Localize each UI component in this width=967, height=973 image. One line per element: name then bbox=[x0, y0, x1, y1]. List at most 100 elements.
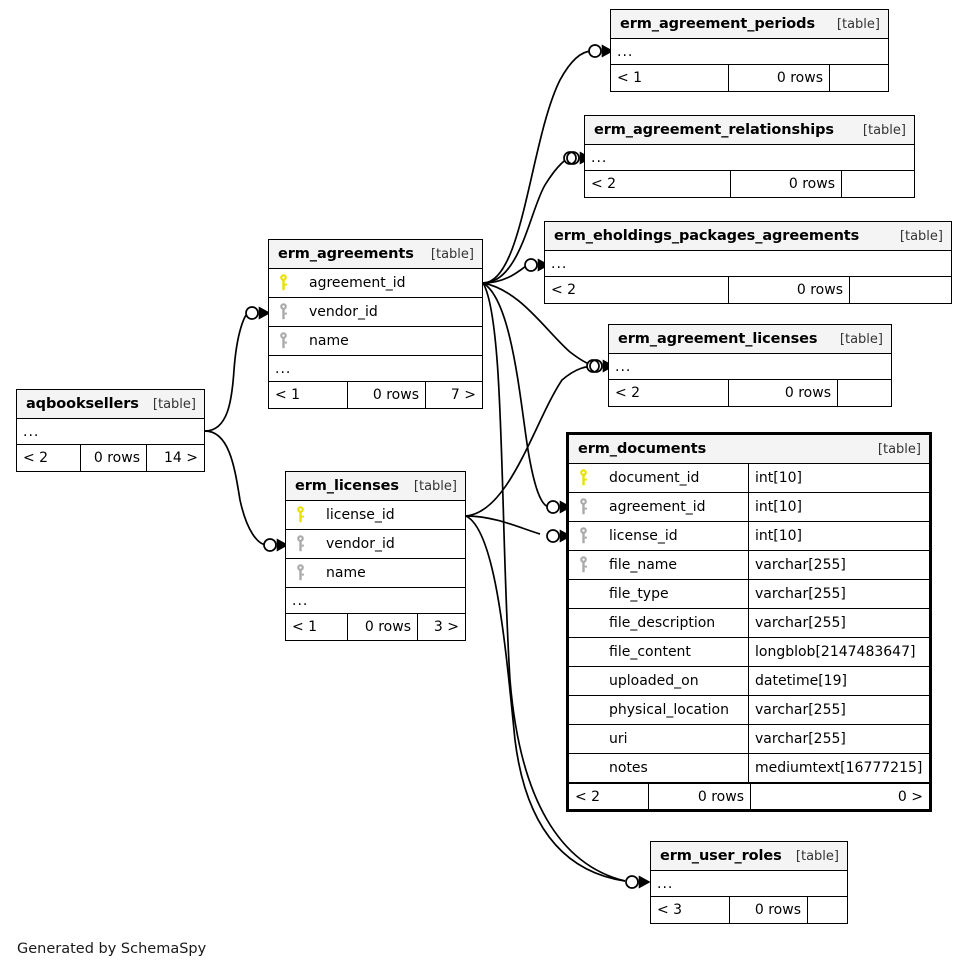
footer-row-count: 0 rows bbox=[728, 277, 849, 303]
table-title: erm_agreement_relationships bbox=[594, 122, 834, 138]
column-type: varchar[255] bbox=[748, 580, 929, 608]
table-header: erm_eholdings_packages_agreements [table… bbox=[545, 222, 951, 251]
footer-children-count: 0 > bbox=[750, 784, 929, 809]
table-header: erm_agreements [table] bbox=[269, 240, 482, 269]
column-type: datetime[19] bbox=[748, 667, 929, 695]
column-row[interactable]: file_content longblob[2147483647] bbox=[569, 638, 929, 667]
column-row[interactable]: license_id bbox=[286, 501, 465, 530]
footer-children-count: 3 > bbox=[417, 614, 465, 640]
table-erm_agreement_relationships[interactable]: erm_agreement_relationships [table] ... … bbox=[584, 115, 915, 198]
footer-children-count bbox=[829, 65, 888, 91]
footer-row-count: 0 rows bbox=[728, 65, 829, 91]
column-row[interactable]: license_id int[10] bbox=[569, 522, 929, 551]
edge-agreements-to-documents-agreement-id bbox=[482, 282, 550, 508]
column-name-cell: name bbox=[286, 559, 465, 587]
column-row[interactable]: vendor_id bbox=[269, 298, 482, 327]
table-header: erm_licenses [table] bbox=[286, 472, 465, 501]
footer-parents-count: < 1 bbox=[292, 619, 318, 635]
table-title: erm_eholdings_packages_agreements bbox=[554, 228, 860, 244]
table-header: aqbooksellers [table] bbox=[17, 390, 204, 419]
column-label: vendor_id bbox=[309, 304, 378, 320]
table-ellipsis-row: ... bbox=[609, 354, 891, 380]
table-footer: < 1 0 rows bbox=[611, 65, 888, 91]
footer-parents-count: < 1 bbox=[617, 70, 643, 86]
table-kind-label: [table] bbox=[430, 246, 474, 262]
column-row[interactable]: agreement_id int[10] bbox=[569, 493, 929, 522]
table-kind-label: [table] bbox=[795, 848, 839, 864]
column-name-cell: file_description bbox=[569, 609, 748, 637]
table-footer: < 2 0 rows 0 > bbox=[569, 783, 929, 809]
table-aqbooksellers[interactable]: aqbooksellers [table] ... < 2 0 rows 14 … bbox=[16, 389, 205, 472]
column-row[interactable]: file_type varchar[255] bbox=[569, 580, 929, 609]
footer-children-count: 7 > bbox=[425, 382, 482, 408]
column-name-cell: license_id bbox=[569, 522, 748, 550]
column-label: vendor_id bbox=[326, 536, 395, 552]
table-ellipsis-row: ... bbox=[269, 356, 482, 382]
table-erm_user_roles[interactable]: erm_user_roles [table] ... < 3 0 rows bbox=[650, 841, 848, 924]
column-name-cell: physical_location bbox=[569, 696, 748, 724]
footer-row-count: 0 rows bbox=[648, 784, 750, 809]
column-label: license_id bbox=[609, 528, 678, 544]
column-type: varchar[255] bbox=[748, 551, 929, 579]
footer-parents-count: < 2 bbox=[551, 282, 577, 298]
table-footer: < 1 0 rows 7 > bbox=[269, 382, 482, 408]
generator-credit: Generated by SchemaSpy bbox=[17, 941, 207, 957]
column-row[interactable]: notes mediumtext[16777215] bbox=[569, 754, 929, 783]
column-row[interactable]: vendor_id bbox=[286, 530, 465, 559]
column-row[interactable]: file_name varchar[255] bbox=[569, 551, 929, 580]
column-row[interactable]: uploaded_on datetime[19] bbox=[569, 667, 929, 696]
footer-parents-count: < 2 bbox=[615, 385, 641, 401]
column-name-cell: name bbox=[269, 327, 482, 355]
column-row[interactable]: agreement_id bbox=[269, 269, 482, 298]
column-name-cell: vendor_id bbox=[286, 530, 465, 558]
edge-agreements-to-eholdings-packages bbox=[482, 265, 527, 284]
column-name-cell: file_name bbox=[569, 551, 748, 579]
table-header: erm_agreement_periods [table] bbox=[611, 10, 888, 39]
column-type: varchar[255] bbox=[748, 696, 929, 724]
column-label: uploaded_on bbox=[609, 673, 699, 689]
table-kind-label: [table] bbox=[877, 441, 921, 457]
column-label: license_id bbox=[326, 507, 395, 523]
table-footer: < 3 0 rows bbox=[651, 897, 847, 923]
indexed-key-icon bbox=[577, 498, 601, 516]
footer-row-count: 0 rows bbox=[728, 380, 837, 406]
column-label: file_name bbox=[609, 557, 678, 573]
column-row[interactable]: uri varchar[255] bbox=[569, 725, 929, 754]
table-title: erm_user_roles bbox=[660, 848, 782, 864]
column-type: varchar[255] bbox=[748, 725, 929, 753]
column-type: int[10] bbox=[748, 493, 929, 521]
column-row[interactable]: name bbox=[269, 327, 482, 356]
table-footer: < 2 0 rows 14 > bbox=[17, 445, 204, 471]
footer-row-count: 0 rows bbox=[80, 445, 146, 471]
column-name-cell: uri bbox=[569, 725, 748, 753]
table-erm_documents[interactable]: erm_documents [table] document_id int[10… bbox=[566, 432, 932, 812]
table-erm_agreements[interactable]: erm_agreements [table] agreement_id bbox=[268, 239, 483, 409]
footer-parents-count: < 2 bbox=[23, 450, 49, 466]
column-label: physical_location bbox=[609, 702, 729, 718]
edge-licenses-to-documents-license-id bbox=[465, 515, 541, 535]
table-ellipsis-row: ... bbox=[286, 588, 465, 614]
table-header: erm_agreement_licenses [table] bbox=[609, 325, 891, 354]
column-row[interactable]: name bbox=[286, 559, 465, 588]
column-label: file_content bbox=[609, 644, 691, 660]
table-footer: < 2 0 rows bbox=[585, 171, 914, 197]
column-name-cell: file_type bbox=[569, 580, 748, 608]
table-erm_licenses[interactable]: erm_licenses [table] license_id bbox=[285, 471, 466, 641]
footer-row-count: 0 rows bbox=[347, 614, 417, 640]
table-ellipsis-row: ... bbox=[651, 871, 847, 897]
table-title: erm_documents bbox=[578, 441, 707, 457]
table-erm_agreement_licenses[interactable]: erm_agreement_licenses [table] ... < 2 0… bbox=[608, 324, 892, 407]
indexed-key-icon bbox=[294, 564, 318, 582]
table-ellipsis-row: ... bbox=[585, 145, 914, 171]
table-footer: < 1 0 rows 3 > bbox=[286, 614, 465, 640]
column-row[interactable]: file_description varchar[255] bbox=[569, 609, 929, 638]
column-row[interactable]: physical_location varchar[255] bbox=[569, 696, 929, 725]
table-erm_agreement_periods[interactable]: erm_agreement_periods [table] ... < 1 0 … bbox=[610, 9, 889, 92]
column-label: agreement_id bbox=[609, 499, 706, 515]
column-type: int[10] bbox=[748, 522, 929, 550]
table-erm_eholdings_packages_agreements[interactable]: erm_eholdings_packages_agreements [table… bbox=[544, 221, 952, 304]
column-row[interactable]: document_id int[10] bbox=[569, 464, 929, 493]
table-ellipsis-row: ... bbox=[611, 39, 888, 65]
primary-key-icon bbox=[294, 506, 318, 524]
edge-aqbooksellers-to-agreements-vendor-id bbox=[204, 312, 249, 432]
